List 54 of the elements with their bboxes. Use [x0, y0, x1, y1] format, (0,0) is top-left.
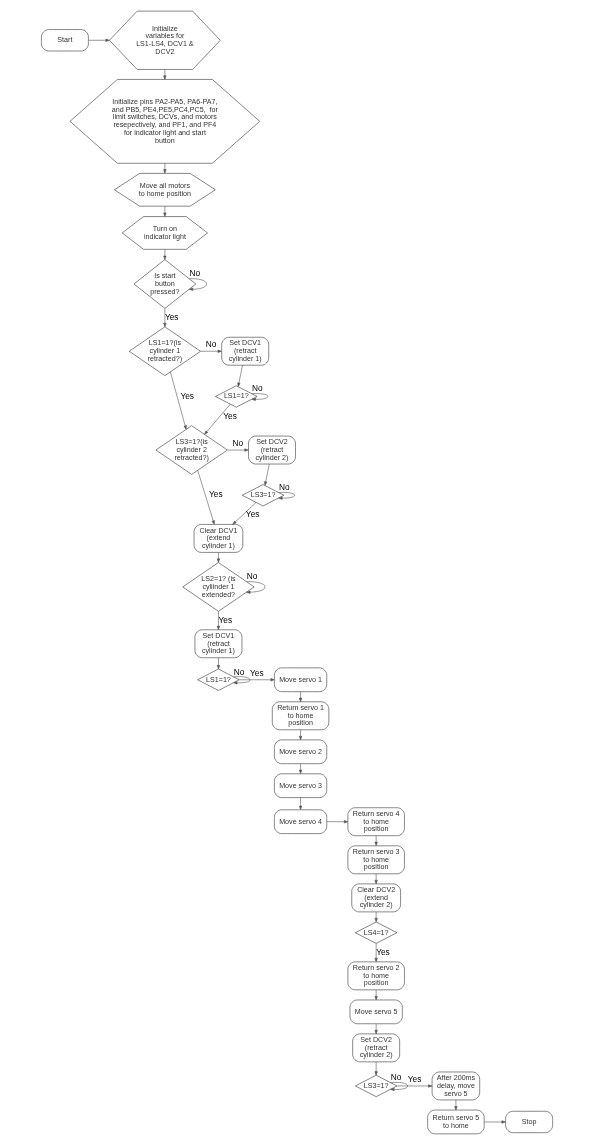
arrow [232, 502, 257, 525]
arrow [299, 691, 303, 702]
edge-label: Yes [376, 946, 390, 957]
arrow [374, 911, 378, 923]
edge-label: Yes [245, 509, 260, 520]
edge-label: No [232, 437, 244, 448]
arrow [188, 278, 207, 291]
arrow [374, 873, 378, 885]
arrow [237, 364, 243, 387]
arrow [326, 820, 349, 824]
arrow [278, 492, 295, 500]
arrow [374, 943, 378, 963]
arrow [239, 678, 275, 682]
arrow [233, 676, 251, 685]
arrow [163, 205, 167, 217]
arrow [390, 1082, 408, 1092]
arrow [299, 763, 303, 774]
arrow [374, 1023, 378, 1035]
arrow [88, 38, 110, 42]
arrow [246, 581, 266, 594]
arrow [299, 729, 303, 741]
arrow [163, 162, 167, 174]
edge-label: Yes [180, 390, 194, 401]
edge-label: Yes [407, 1073, 422, 1084]
arrow [204, 403, 231, 435]
arrow [454, 1099, 458, 1111]
edge-label: No [278, 482, 290, 493]
arrow [163, 69, 167, 80]
edge-label: Yes [223, 410, 237, 421]
arrow [374, 989, 378, 1001]
arrow [374, 835, 378, 846]
arrow [227, 448, 249, 452]
edge-label: No [233, 666, 245, 677]
edge-label: No [252, 383, 263, 394]
arrow [200, 349, 222, 353]
arrow [197, 470, 215, 525]
edge-label: No [246, 571, 258, 582]
arrow [299, 797, 303, 810]
arrow [374, 1061, 378, 1076]
arrow [216, 552, 220, 563]
edge-label: No [205, 339, 217, 350]
edge-label: Yes [218, 614, 233, 625]
edge-label: Yes [250, 667, 264, 678]
arrow [483, 1120, 506, 1124]
arrow [163, 249, 167, 260]
arrow [216, 657, 220, 670]
arrow [396, 1084, 433, 1088]
arrow [264, 463, 270, 486]
arrow [216, 611, 220, 630]
arrow [251, 393, 269, 401]
edge-label: Yes [164, 311, 179, 322]
arrow [170, 371, 187, 430]
arrow [163, 308, 167, 328]
edge-label: Yes [208, 489, 223, 500]
